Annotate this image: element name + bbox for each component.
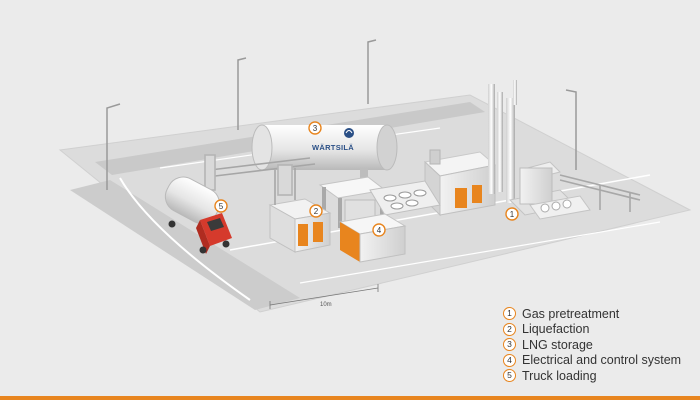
- wartsila-logo-text: WÄRTSILÄ: [312, 143, 354, 152]
- svg-text:1: 1: [510, 210, 515, 219]
- legend-item: 2 Liquefaction: [503, 322, 681, 338]
- svg-text:4: 4: [377, 226, 382, 235]
- legend-label: Gas pretreatment: [522, 306, 620, 321]
- legend-item: 3 LNG storage: [503, 337, 681, 353]
- tanker-truck: [164, 176, 232, 254]
- svg-text:5: 5: [219, 202, 224, 211]
- legend-label: Electrical and control system: [522, 353, 682, 368]
- svg-text:3: 3: [313, 124, 318, 133]
- legend-label: LNG storage: [522, 337, 593, 352]
- pretreatment-building: [423, 149, 497, 217]
- marker-2: 2: [309, 204, 323, 218]
- compressor-container: [268, 198, 332, 253]
- marker-4: 4: [372, 223, 386, 237]
- legend-item: 5 Truck loading: [503, 368, 681, 384]
- cooling-unit-right: [529, 195, 591, 220]
- footer-accent-bar: [0, 396, 700, 400]
- legend: 1 Gas pretreatment 2 Liquefaction 3 LNG …: [503, 306, 681, 384]
- liquefaction-module: [318, 176, 387, 228]
- legend-number: 2: [503, 322, 516, 336]
- legend-label: Truck loading: [522, 368, 597, 383]
- wartsila-logo: [344, 128, 354, 138]
- svg-text:2: 2: [314, 207, 319, 216]
- legend-number: 3: [503, 338, 516, 352]
- legend-label: Liquefaction: [522, 322, 590, 337]
- legend-number: 4: [503, 353, 516, 367]
- air-cooler: [369, 180, 441, 216]
- road-marking: [119, 177, 251, 301]
- legend-number: 5: [503, 369, 516, 383]
- marker-3: 3: [308, 121, 322, 135]
- road-strip: [70, 180, 300, 310]
- legend-number: 1: [503, 307, 516, 321]
- marker-1: 1: [505, 207, 519, 221]
- legend-item: 4 Electrical and control system: [503, 353, 681, 369]
- pipe-rack: [559, 174, 641, 212]
- marker-5: 5: [214, 199, 228, 213]
- legend-item: 1 Gas pretreatment: [503, 306, 681, 322]
- lng-storage-tank: [251, 124, 398, 180]
- scale-bar: [269, 284, 379, 309]
- road-marking: [299, 221, 661, 284]
- light-pole: [106, 39, 577, 190]
- electrical-container: [338, 213, 407, 263]
- scale-label: 10m: [320, 302, 332, 308]
